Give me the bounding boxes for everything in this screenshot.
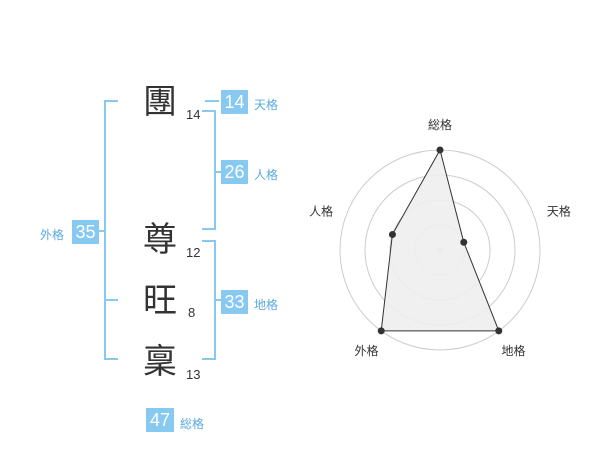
stroke-count-3: 8 (188, 305, 196, 320)
tenkaku-label: 天格 (254, 98, 279, 112)
chikaku-connector (215, 299, 221, 301)
stroke-count-4: 13 (186, 367, 201, 382)
jinkaku-bracket (202, 110, 216, 230)
radar-point-3 (495, 327, 503, 335)
gaikaku-label: 外格 (40, 228, 65, 242)
chikaku-label: 地格 (254, 298, 279, 312)
stroke-count-1: 14 (186, 107, 201, 122)
radar-series-polygon (380, 148, 500, 332)
gaikaku-bracket-mid-tick (104, 299, 118, 301)
name-char-1: 團 (143, 82, 177, 122)
radar-axis-label-5: 人格 (309, 203, 333, 218)
radar-axis-label-2: 天格 (547, 203, 571, 218)
radar-axis-label-4: 外格 (355, 343, 379, 358)
stroke-count-2: 12 (186, 245, 201, 260)
radar-point-5 (388, 231, 396, 239)
tenkaku-value-badge: 14 (221, 90, 248, 114)
tenkaku-connector (205, 100, 219, 102)
jinkaku-connector (215, 171, 221, 173)
soukaku-value-badge: 47 (146, 408, 174, 432)
jinkaku-label: 人格 (254, 168, 279, 182)
name-char-3: 旺 (143, 281, 177, 321)
radar-axis-label-3: 地格 (501, 343, 525, 358)
radar-point-1 (436, 146, 444, 154)
soukaku-label: 総格 (180, 417, 205, 431)
name-char-2: 尊 (143, 220, 177, 260)
radar-point-2 (460, 238, 468, 246)
gaikaku-value-badge: 35 (72, 220, 99, 244)
name-char-4: 稟 (143, 342, 177, 382)
chikaku-value-badge: 33 (221, 290, 248, 314)
radar-point-4 (377, 327, 385, 335)
radar-axis-label-1: 総格 (428, 117, 452, 132)
gaikaku-connector (98, 230, 106, 232)
jinkaku-value-badge: 26 (221, 160, 248, 184)
